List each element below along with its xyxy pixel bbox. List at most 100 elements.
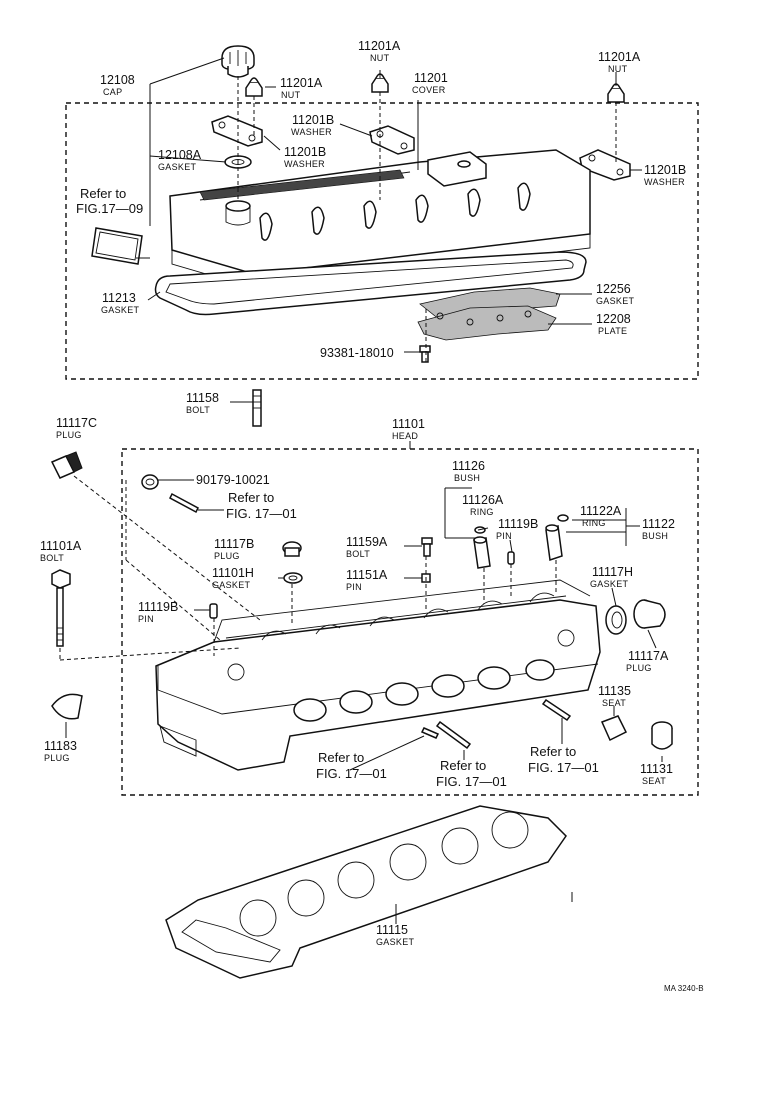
stud-bolt-drawing-2: [420, 727, 440, 739]
label-11126-name: BUSH: [454, 473, 480, 483]
washer-drawing-1: [211, 115, 263, 147]
label-11158-num: 11158: [186, 391, 219, 405]
bolt-11159a-drawing: [421, 537, 433, 557]
label-11201a-2-num: 11201A: [358, 39, 401, 53]
label-11131-num: 11131: [640, 762, 673, 776]
label-11201b-1-name: WASHER: [291, 127, 332, 137]
cylinder-head-cover-drawing: [169, 149, 591, 289]
label-12108-num: 12108: [100, 73, 135, 87]
refer-1701d-line2: FIG. 17—01: [528, 760, 599, 775]
stud-bolt-drawing-1: [169, 492, 199, 514]
gasket-11101h-drawing: [283, 572, 303, 584]
drawing-code: MA 3240-B: [664, 984, 704, 993]
stud-bolt-drawing-3: [435, 720, 472, 750]
label-11201-num: 11201: [414, 71, 448, 85]
label-11159a-name: BOLT: [346, 549, 370, 559]
label-11117a-num: 11117A: [628, 649, 669, 663]
cover-gasket-drawing: [154, 251, 587, 316]
label-11201b-2-name: WASHER: [284, 159, 325, 169]
label-11117h-num: 11117H: [592, 565, 633, 579]
seat-11135-drawing: [600, 715, 628, 742]
label-11131-name: SEAT: [642, 776, 666, 786]
label-11101h-name: GASKET: [212, 580, 251, 590]
refer-1701d-line1: Refer to: [530, 744, 576, 759]
label-11101h-num: 11101H: [212, 566, 254, 580]
refer-1701b-line2: FIG. 17—01: [316, 766, 387, 781]
label-11201b-3-num: 11201B: [644, 163, 686, 177]
plate-bolt-drawing: [419, 345, 431, 363]
refer-1709-line2: FIG.17—09: [76, 201, 143, 216]
label-11122a-name: RING: [582, 518, 606, 528]
label-11183-num: 11183: [44, 739, 77, 753]
label-11201-name: COVER: [412, 85, 446, 95]
label-11119b-1-name: PIN: [496, 531, 512, 541]
label-11151a-num: 11151A: [346, 568, 388, 582]
label-12108a-name: GASKET: [158, 162, 197, 172]
label-11213-num: 11213: [102, 291, 136, 305]
plate-gasket-drawing: [417, 287, 561, 341]
cylinder-head-drawing: [155, 579, 601, 771]
label-11201a-2-name: NUT: [370, 53, 390, 63]
plug-11117a-drawing: [633, 599, 666, 629]
label-90179-num: 90179-10021: [196, 473, 270, 487]
label-11122-name: BUSH: [642, 531, 668, 541]
label-11201b-2-num: 11201B: [284, 145, 326, 159]
label-11117b-name: PLUG: [214, 551, 240, 561]
refer-1709-line1: Refer to: [80, 186, 126, 201]
label-11126-num: 11126: [452, 459, 485, 473]
label-11119b-2-name: PIN: [138, 614, 154, 624]
bush-11122-drawing: [545, 514, 569, 561]
label-11117b-num: 11117B: [214, 537, 254, 551]
label-12108a-num: 12108A: [158, 148, 202, 162]
pin-drawing-1: [209, 603, 218, 619]
label-11201a-1-name: NUT: [281, 90, 301, 100]
bush-11126-drawing: [473, 526, 491, 569]
label-11101-name: HEAD: [392, 431, 418, 441]
refer-1701c-line1: Refer to: [440, 758, 486, 773]
half-moon-plug-drawing: [51, 693, 83, 720]
gasket-11117h-drawing: [605, 605, 627, 635]
seat-11131-drawing: [651, 721, 673, 750]
label-12256-num: 12256: [596, 282, 631, 296]
label-12108-name: CAP: [103, 87, 122, 97]
label-11183-name: PLUG: [44, 753, 70, 763]
label-11101-num: 11101: [392, 417, 425, 431]
label-11122a-num: 11122A: [580, 504, 622, 518]
cap-drawing: [221, 45, 255, 78]
label-11119b-2-num: 11119B: [138, 600, 178, 614]
label-11101a-name: BOLT: [40, 553, 64, 563]
label-11115-name: GASKET: [376, 937, 415, 947]
nut-drawing-3: [607, 83, 625, 103]
label-11159a-num: 11159A: [346, 535, 388, 549]
installation-lines: [59, 76, 617, 661]
nut-drawing-1: [245, 77, 263, 97]
refer-1701a-line2: FIG. 17—01: [226, 506, 297, 521]
plug-90179-drawing: [141, 474, 159, 490]
washer-drawing-2: [369, 125, 415, 155]
label-11201a-3-name: NUT: [608, 64, 628, 74]
label-11117c-num: 11117C: [56, 416, 97, 430]
label-11126a-num: 11126A: [462, 493, 504, 507]
label-11151a-name: PIN: [346, 582, 362, 592]
label-12208-num: 12208: [596, 312, 631, 326]
label-11119b-1-num: 11119B: [498, 517, 538, 531]
label-11201b-1-num: 11201B: [292, 113, 334, 127]
refer-1701c-line2: FIG. 17—01: [436, 774, 507, 789]
refer-1701b-line1: Refer to: [318, 750, 364, 765]
head-gasket-drawing: [165, 805, 567, 979]
label-12256-name: GASKET: [596, 296, 635, 306]
label-11213-name: GASKET: [101, 305, 140, 315]
label-11101a-num: 11101A: [40, 539, 82, 553]
label-11122-num: 11122: [642, 517, 675, 531]
label-11201b-3-name: WASHER: [644, 177, 685, 187]
stud-bolt-drawing-4: [541, 698, 572, 722]
label-11201a-3-num: 11201A: [598, 50, 641, 64]
label-11117h-name: GASKET: [590, 579, 629, 589]
label-93381-num: 93381-18010: [320, 346, 394, 360]
label-12208-name: PLATE: [598, 326, 627, 336]
head-bolt-drawing: [51, 569, 71, 647]
label-11115-num: 11115: [376, 923, 408, 937]
leader-lines: [65, 57, 663, 924]
label-11117a-name: PLUG: [626, 663, 652, 673]
